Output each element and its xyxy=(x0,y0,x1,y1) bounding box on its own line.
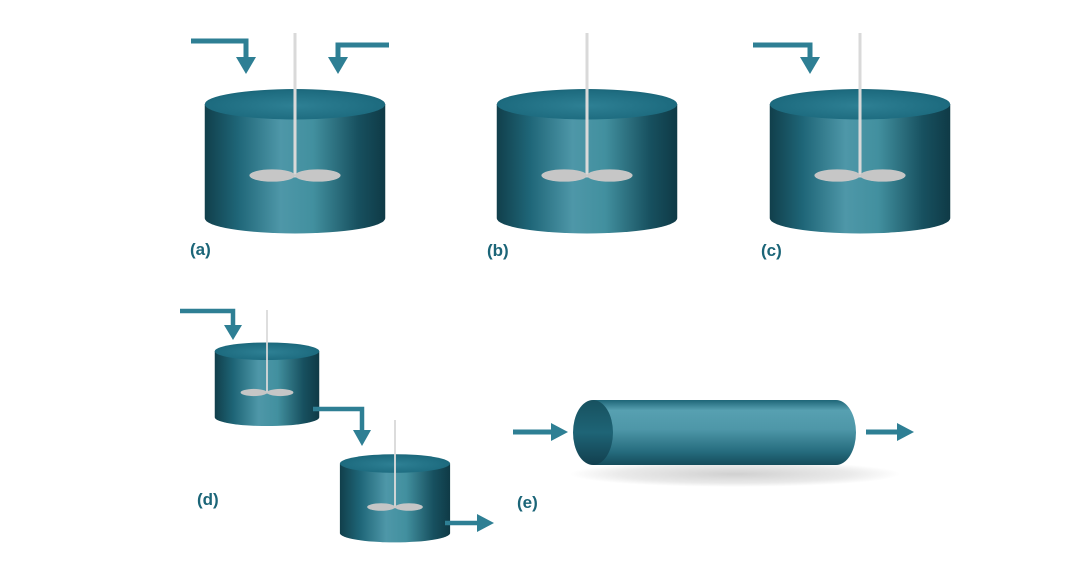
feed-arrow-icon xyxy=(180,308,236,326)
feed-arrowhead-icon xyxy=(224,325,242,340)
reactor-cascade-d: (d) xyxy=(180,308,494,543)
stirred-tank-icon xyxy=(496,33,678,234)
stirred-tank-icon xyxy=(339,420,451,543)
outlet-arrowhead-icon xyxy=(477,514,494,532)
label-e: (e) xyxy=(517,493,538,512)
label-a: (a) xyxy=(190,240,211,259)
reactor-c: (c) xyxy=(753,33,951,260)
inlet-arrowhead-icon xyxy=(551,423,568,441)
feed-arrow-left-icon xyxy=(191,38,249,58)
transfer-arrowhead-icon xyxy=(353,430,371,446)
tube-body xyxy=(593,400,856,465)
feed-arrowhead-left-icon xyxy=(236,57,256,74)
label-c: (c) xyxy=(761,241,782,260)
reactor-a: (a) xyxy=(190,33,389,259)
feed-arrowhead-icon xyxy=(800,57,820,74)
feed-arrow-icon xyxy=(753,42,813,58)
stirred-tank-icon xyxy=(204,33,386,234)
reactor-b: (b) xyxy=(487,33,678,260)
outlet-arrowhead-icon xyxy=(897,423,914,441)
transfer-arrow-icon xyxy=(313,406,365,431)
feed-arrow-right-icon xyxy=(335,42,389,58)
label-b: (b) xyxy=(487,241,509,260)
feed-arrowhead-right-icon xyxy=(328,57,348,74)
label-d: (d) xyxy=(197,490,219,509)
tube-end-cap xyxy=(573,400,613,465)
tubular-reactor-e: (e) xyxy=(513,400,914,512)
stirred-tank-icon xyxy=(769,33,951,234)
tube-shadow xyxy=(570,461,900,487)
